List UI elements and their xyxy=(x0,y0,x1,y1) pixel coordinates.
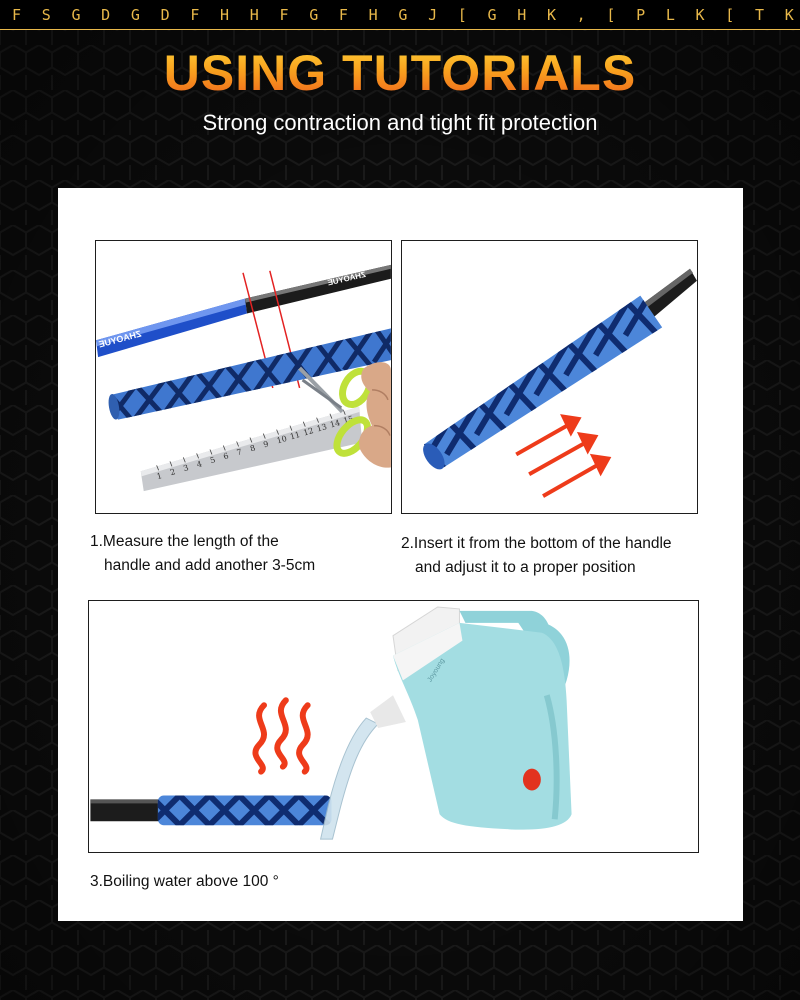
ruler-number: 13 xyxy=(316,422,328,433)
ruler-tick xyxy=(236,441,239,447)
top-letter: J xyxy=(428,5,438,24)
ruler-tick xyxy=(262,433,266,439)
water-stream xyxy=(319,717,379,840)
top-letter: G xyxy=(487,5,497,24)
ruler-number: 9 xyxy=(262,439,269,449)
ruler-tick xyxy=(302,421,306,427)
ruler-tick xyxy=(289,425,293,431)
pole-handle xyxy=(640,268,697,319)
boiling-water-panel: Joyoung xyxy=(88,600,699,853)
page-subtitle: Strong contraction and tight fit protect… xyxy=(202,110,598,135)
top-letter: K xyxy=(695,5,705,24)
ruler-tick xyxy=(169,461,173,467)
grip-sleeve-shrinking xyxy=(157,795,332,826)
ruler-tick xyxy=(249,437,253,443)
ruler-tick xyxy=(316,417,319,423)
ruler-tick xyxy=(222,445,226,451)
ruler-number: 1 xyxy=(156,471,163,481)
top-letter: D xyxy=(160,5,170,24)
step-1-line-2: handle and add another 3-5cm xyxy=(104,557,316,574)
top-letter: , xyxy=(576,5,586,24)
step-3-line-1: 3.Boiling water above 100 ° xyxy=(90,873,279,890)
ruler-tick xyxy=(182,457,186,463)
ruler-tick xyxy=(276,429,279,435)
heat-waves-icon xyxy=(252,697,311,775)
top-letter: [ xyxy=(606,5,616,24)
top-letter: K xyxy=(784,5,794,24)
electric-kettle: Joyoung xyxy=(370,606,572,830)
step-1-line-1: 1.Measure the length of the xyxy=(90,533,279,550)
page-title: USING TUTORIALS xyxy=(0,44,800,102)
top-letter: K xyxy=(546,5,556,24)
ruler-number: 5 xyxy=(209,455,216,465)
pole-handle xyxy=(90,799,160,822)
top-letter: P xyxy=(636,5,646,24)
step-2-line-1: 2.Insert it from the bottom of the handl… xyxy=(401,535,672,552)
step-2-text: 2.Insert it from the bottom of the handl… xyxy=(401,532,741,580)
top-letter: H xyxy=(517,5,527,24)
ruler-tick xyxy=(196,453,199,459)
boiling-water-illustration: Joyoung xyxy=(90,606,572,840)
ruler-tick xyxy=(342,409,346,415)
top-letter: G xyxy=(130,5,140,24)
ruler-number: 14 xyxy=(329,418,341,429)
top-letter: L xyxy=(665,5,675,24)
step-3-text: 3.Boiling water above 100 ° xyxy=(90,870,490,894)
top-letter: G xyxy=(398,5,408,24)
top-letter: F xyxy=(279,5,289,24)
grip-sleeve-inserted xyxy=(423,295,663,470)
ruler-tick xyxy=(329,413,333,419)
heat-arrows xyxy=(515,414,612,498)
ruler-tick xyxy=(156,465,159,471)
ruler-number: 6 xyxy=(222,451,229,461)
ruler-number: 4 xyxy=(196,459,203,469)
ruler-number: 8 xyxy=(249,443,256,453)
step-2-line-2: and adjust it to a proper position xyxy=(415,559,636,576)
top-letter: [ xyxy=(457,5,467,24)
insert-grip-illustration xyxy=(423,268,697,498)
ruler-number: 15 xyxy=(342,414,354,425)
top-letter: D xyxy=(101,5,111,24)
top-letter: F xyxy=(338,5,348,24)
top-letter: H xyxy=(368,5,378,24)
ruler-number: 3 xyxy=(182,463,189,473)
top-letter: F xyxy=(190,5,200,24)
insert-grip-panel xyxy=(401,240,698,514)
top-letter: H xyxy=(220,5,230,24)
top-letter: H xyxy=(249,5,259,24)
top-letter: [ xyxy=(725,5,735,24)
top-letter: T xyxy=(754,5,764,24)
step-1-text: 1.Measure the length of the handle and a… xyxy=(90,530,390,578)
top-letter: G xyxy=(309,5,319,24)
top-letter: S xyxy=(41,5,51,24)
top-letter: F xyxy=(12,5,22,24)
ruler-number: 2 xyxy=(169,467,176,477)
steel-ruler xyxy=(140,406,363,492)
hand xyxy=(359,362,391,468)
top-letter: G xyxy=(71,5,81,24)
ruler-tick xyxy=(209,449,213,455)
ruler-number: 7 xyxy=(236,447,243,457)
ruler-number: 11 xyxy=(289,430,301,441)
ruler-number: 12 xyxy=(302,426,314,437)
grip-sleeve xyxy=(108,328,391,420)
ruler-number: 10 xyxy=(276,434,288,445)
